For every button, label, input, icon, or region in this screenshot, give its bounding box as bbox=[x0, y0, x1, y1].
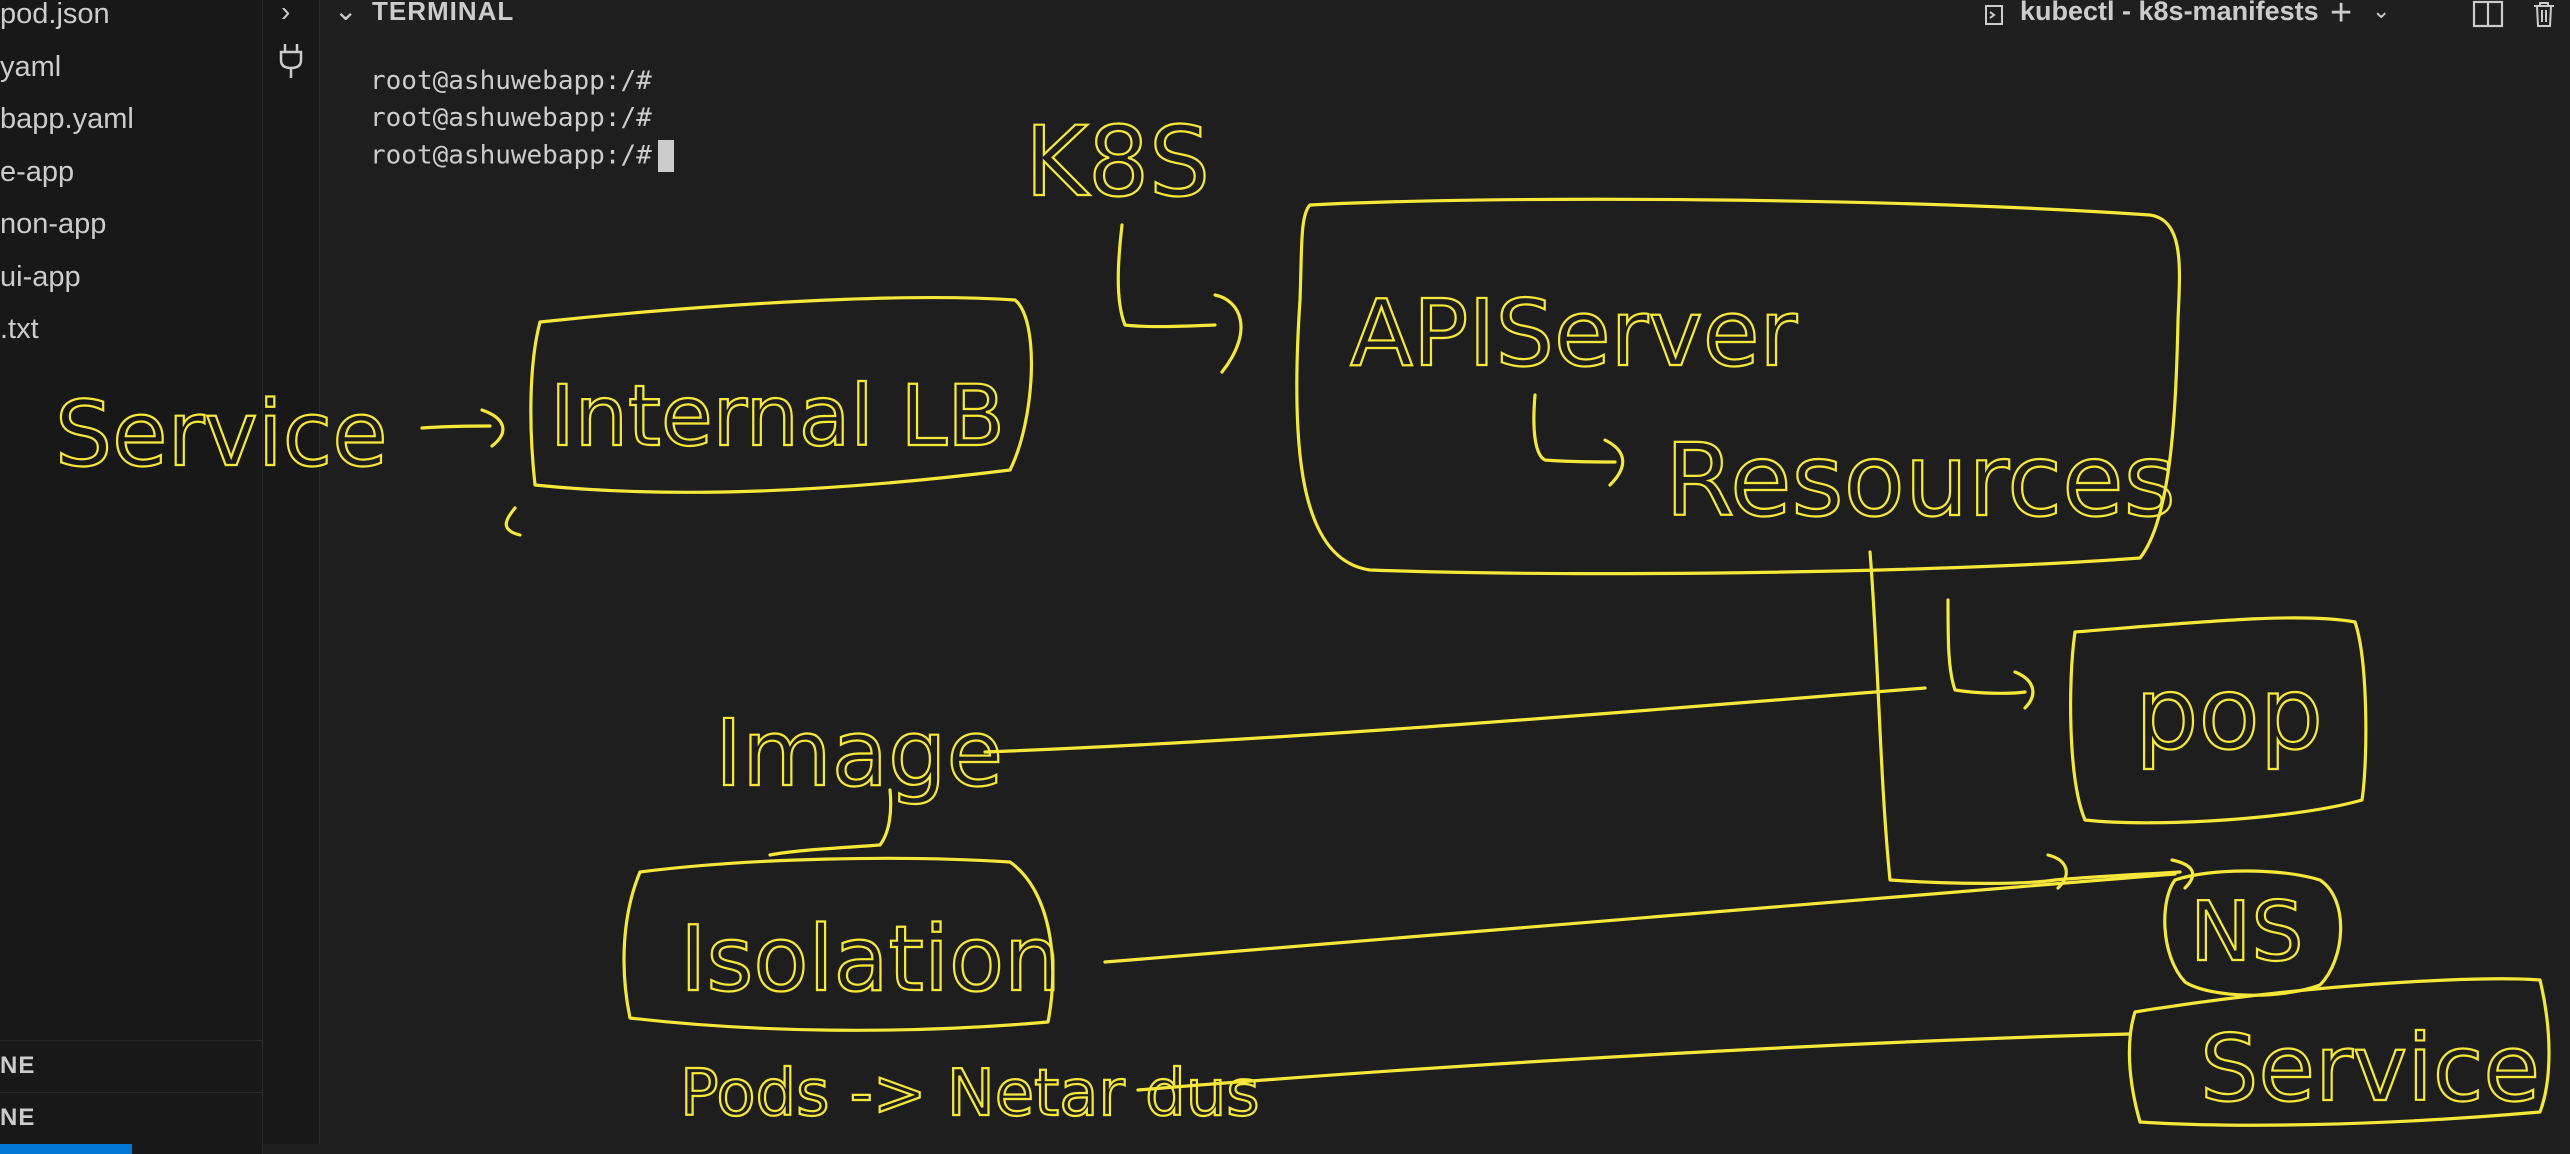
plug-icon[interactable] bbox=[277, 40, 305, 80]
terminal-body[interactable]: root@ashuwebapp:/# root@ashuwebapp:/# ro… bbox=[320, 38, 2570, 1144]
status-accent bbox=[0, 1144, 132, 1154]
terminal-prompt: root@ashuwebapp:/# bbox=[370, 66, 652, 96]
add-icon[interactable]: + bbox=[2330, 0, 2353, 34]
terminal-cursor bbox=[657, 140, 674, 172]
split-icon[interactable] bbox=[2472, 0, 2504, 28]
chevron-down-icon[interactable]: ⌄ bbox=[2372, 0, 2391, 23]
terminal-prompt: root@ashuwebapp:/# bbox=[370, 140, 652, 171]
panel-header: ⌄ TERMINAL kubectl - k8s-manifests + ⌄ bbox=[320, 0, 2570, 39]
timeline-section-header[interactable]: NE bbox=[0, 1092, 262, 1143]
file-item[interactable]: ui-app bbox=[0, 260, 81, 293]
terminal-line: root@ashuwebapp:/# bbox=[370, 66, 652, 96]
file-item[interactable]: yaml bbox=[0, 50, 62, 83]
chevron-right-icon[interactable]: › bbox=[281, 0, 291, 27]
trash-icon[interactable] bbox=[2530, 0, 2558, 28]
terminal-tab-icon bbox=[1985, 5, 2003, 25]
file-item[interactable]: bapp.yaml bbox=[0, 103, 134, 135]
terminal-line: root@ashuwebapp:/# bbox=[370, 103, 652, 133]
outline-section-header[interactable]: NE bbox=[0, 1040, 262, 1091]
panel-gutter: › bbox=[263, 0, 320, 1144]
file-item[interactable]: non-app bbox=[0, 208, 107, 240]
terminal-prompt: root@ashuwebapp:/# bbox=[370, 103, 652, 133]
file-item[interactable]: .txt bbox=[0, 313, 39, 345]
chevron-down-icon[interactable]: ⌄ bbox=[334, 0, 358, 26]
file-item[interactable]: e-app bbox=[0, 155, 75, 188]
file-item[interactable]: pod.json bbox=[0, 0, 110, 30]
explorer-sidebar: pod.json yaml bapp.yaml e-app non-app ui… bbox=[0, 0, 263, 1154]
file-list: pod.json yaml bapp.yaml e-app non-app ui… bbox=[0, 0, 262, 356]
terminal-tab-label: kubectl - k8s-manifests bbox=[2020, 0, 2319, 26]
terminal-line: root@ashuwebapp:/# bbox=[370, 140, 674, 172]
panel-title[interactable]: TERMINAL bbox=[372, 0, 515, 26]
